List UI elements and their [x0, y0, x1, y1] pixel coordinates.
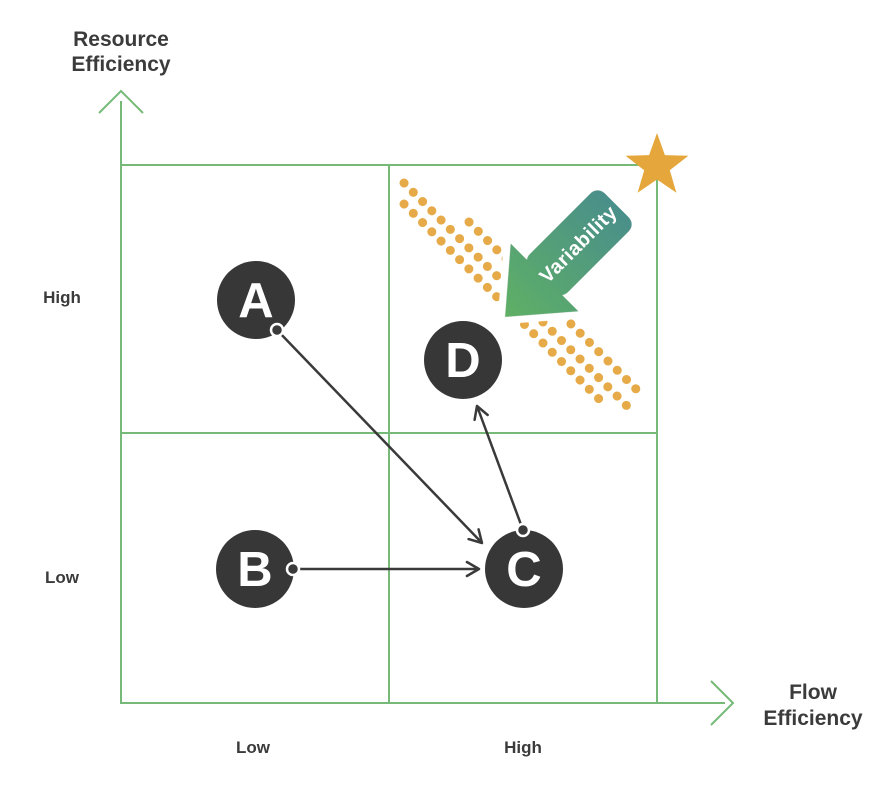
edge-c-to-d-arrowhead-icon	[473, 404, 489, 422]
y-axis-tick-low: Low	[45, 568, 80, 587]
node-d: D	[424, 321, 502, 399]
edge-c-to-d-start-dot	[515, 522, 531, 538]
y-axis-title-line2: Efficiency	[71, 53, 171, 76]
edge-a-to-c-arrowhead-icon	[467, 528, 484, 545]
y-axis: Resource Efficiency High Low	[43, 28, 171, 703]
y-axis-arrowhead-icon	[98, 89, 144, 114]
y-axis-tick-high: High	[43, 288, 81, 307]
edge-c-to-d	[473, 404, 531, 538]
node-a-label: A	[238, 274, 273, 328]
node-c-label: C	[506, 543, 541, 597]
node-a: A	[217, 261, 295, 339]
x-axis-title-line2: Efficiency	[763, 707, 863, 730]
edge-a-to-c	[269, 322, 484, 545]
node-b-label: B	[237, 543, 272, 597]
x-axis-tick-high: High	[504, 738, 542, 757]
variability-arrowhead-icon	[505, 243, 579, 317]
node-b-circle	[216, 530, 294, 608]
edge-b-to-c-arrowhead-icon	[465, 560, 481, 578]
node-b: B	[216, 530, 294, 608]
node-c-circle	[485, 530, 563, 608]
node-a-circle	[217, 261, 295, 339]
x-axis-tick-low: Low	[236, 738, 271, 757]
edge-a-to-c-start-dot	[269, 322, 285, 338]
node-d-label: D	[445, 334, 480, 388]
edge-a-to-c-line	[276, 329, 483, 544]
x-axis-title-line1: Flow	[789, 681, 837, 704]
edge-b-to-c	[285, 560, 481, 578]
node-d-circle	[424, 321, 502, 399]
variability-arrow	[505, 190, 632, 317]
x-axis: Flow Efficiency Low High	[121, 680, 863, 757]
y-axis-title-line1: Resource	[73, 28, 169, 51]
x-axis-arrowhead-icon	[710, 680, 735, 726]
edge-c-to-d-line	[475, 405, 525, 531]
star-icon	[625, 133, 689, 193]
variability-arrow-shaft	[526, 190, 632, 296]
node-c: C	[485, 530, 563, 608]
edge-b-to-c-start-dot	[285, 561, 301, 577]
